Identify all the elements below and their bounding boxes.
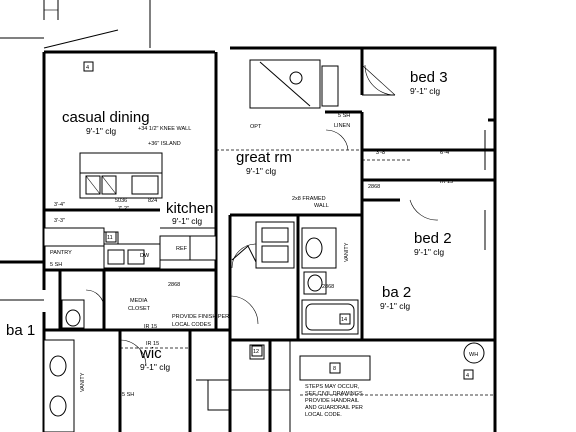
- label-dw: DW: [140, 253, 150, 259]
- dim-64: 6'-4": [440, 150, 451, 156]
- label-media-2: CLOSET: [128, 306, 151, 312]
- label-vanity-ba2: VANITY: [344, 242, 350, 262]
- fireplace: [249, 59, 339, 109]
- label-media-1: MEDIA: [130, 298, 148, 304]
- clg-wic: 9'-1" clg: [140, 362, 170, 372]
- room-ba2: ba 2: [382, 284, 411, 301]
- room-great-rm: great rm: [236, 149, 292, 166]
- label-steps-5: LOCAL CODE.: [305, 412, 342, 418]
- label-linen: LINEN: [334, 123, 350, 129]
- room-bed2: bed 2: [414, 230, 452, 247]
- header-lines: [120, 149, 410, 349]
- dim-5sh-linen: 5 SH: [338, 113, 350, 119]
- dim-72: 7'-2": [118, 206, 129, 212]
- marker-11: 11: [105, 231, 117, 243]
- clg-bed2: 9'-1" clg: [414, 247, 444, 257]
- svg-text:4: 4: [86, 65, 89, 71]
- svg-text:8: 8: [333, 366, 336, 372]
- note-framed-wall-1: 2x8 FRAMED: [292, 196, 326, 202]
- svg-text:14: 14: [341, 317, 347, 323]
- dim-5sh-wic: 5 SH: [122, 392, 134, 398]
- marker-4c: 4: [463, 369, 474, 380]
- room-kitchen: kitchen: [166, 200, 214, 217]
- label-steps-1: STEPS MAY OCCUR,: [305, 384, 360, 390]
- note-framed-wall-2: WALL: [314, 203, 329, 209]
- door-swings: [85, 64, 439, 367]
- stair-area: [196, 342, 495, 411]
- label-steps-2: SEE CIVIL DRAWINGS.: [305, 391, 365, 397]
- kitchen-island: [79, 152, 163, 199]
- dim-ir15-c: IR 15: [146, 341, 159, 347]
- dim-5036: 5036: [115, 198, 127, 204]
- clg-ba2: 9'-1" clg: [380, 301, 410, 311]
- svg-text:12: 12: [253, 349, 259, 355]
- dim-34: 3'-4": [54, 202, 65, 208]
- note-island: +36" ISLAND: [148, 141, 181, 147]
- label-steps-4: AND GUARDRAIL PER: [305, 405, 363, 411]
- room-bed3: bed 3: [410, 69, 448, 86]
- dim-ir15-b: IR 15: [144, 324, 157, 330]
- svg-text:4: 4: [466, 373, 469, 379]
- clg-bed3: 9'-1" clg: [410, 86, 440, 96]
- marker-8: 8: [329, 362, 341, 374]
- laundry-block: [231, 221, 295, 269]
- svg-text:11: 11: [107, 235, 113, 241]
- exterior-top-left: [0, 0, 151, 49]
- dim-ir15-a: IR 15: [440, 179, 453, 185]
- bath2-fixtures: [301, 227, 359, 335]
- label-vanity-ba1: VANITY: [80, 372, 86, 392]
- dim-38: 3'-8": [376, 150, 387, 156]
- clg-casual-dining: 9'-1" clg: [86, 126, 116, 136]
- room-casual-dining: casual dining: [62, 109, 150, 126]
- dim-2868-b: 2868: [368, 184, 380, 190]
- marker-4a: 4: [83, 61, 94, 72]
- dim-5sh-pantry: 5 SH: [50, 262, 62, 268]
- marker-12: 12: [251, 345, 263, 357]
- clg-kitchen: 9'-1" clg: [172, 216, 202, 226]
- note-knee-wall: +34 1/2" KNEE WALL: [138, 126, 191, 132]
- room-wic: wic: [139, 345, 162, 362]
- room-ba1: ba 1: [6, 322, 35, 339]
- label-provide-2: LOCAL CODES: [172, 322, 211, 328]
- dim-opt: OPT: [250, 124, 262, 130]
- dim-2868-a: 2868: [168, 282, 180, 288]
- kitchen-counters: [43, 227, 217, 269]
- label-steps-3: PROVIDE HANDRAIL: [305, 398, 359, 404]
- label-wh: WH: [469, 352, 478, 358]
- label-ref: REF: [176, 246, 188, 252]
- dim-33: 3'-3": [54, 218, 65, 224]
- label-provide-1: PROVIDE FINISH PER: [172, 314, 229, 320]
- marker-14: 14: [339, 313, 351, 325]
- clg-great-rm: 9'-1" clg: [246, 166, 276, 176]
- bath1-fixtures: [43, 299, 85, 432]
- dim-824: 824: [148, 198, 157, 204]
- dim-2868-c: 2868: [322, 284, 334, 290]
- label-pantry: PANTRY: [50, 250, 72, 256]
